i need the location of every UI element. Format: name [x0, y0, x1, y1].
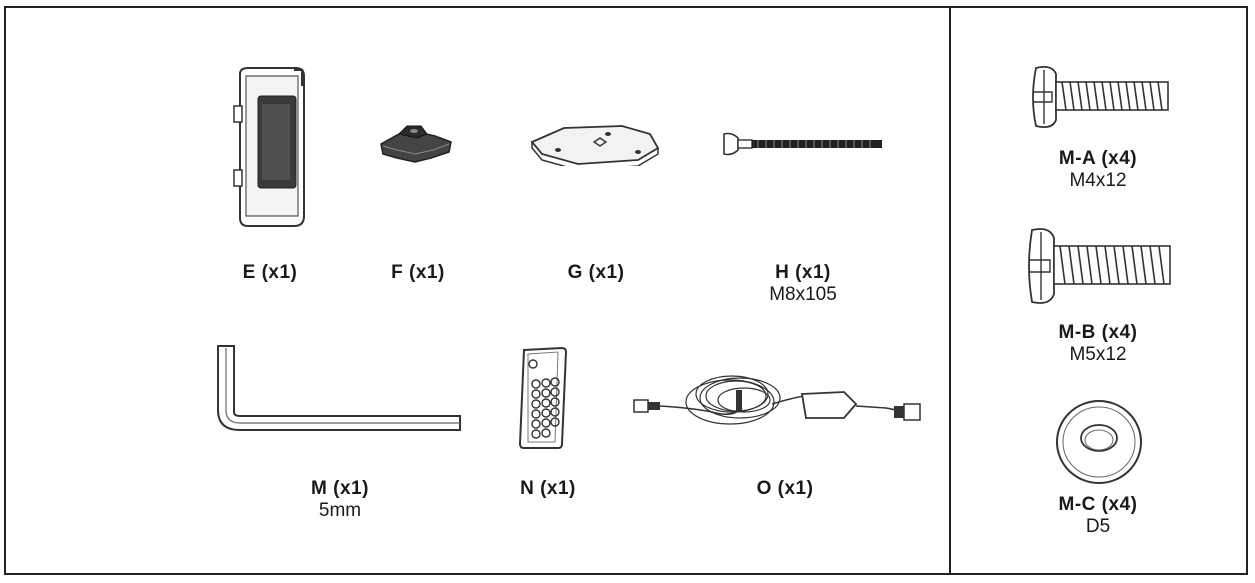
part-m-name: M (x1) [311, 478, 369, 499]
part-n-label: N (x1) [448, 478, 648, 500]
part-n-illustration [518, 346, 568, 450]
knob-icon [380, 125, 452, 163]
part-g-name: G (x1) [567, 262, 625, 283]
parts-list-frame [4, 6, 1248, 575]
long-bolt-icon [723, 132, 882, 156]
part-g-label: G (x1) [496, 262, 696, 284]
part-e-illustration [232, 66, 312, 232]
part-ma-illustration [1030, 64, 1172, 130]
part-o-name: O (x1) [756, 478, 814, 499]
screw-icon [1028, 228, 1171, 304]
part-mc-spec: D5 [1085, 516, 1111, 537]
washer-icon [1056, 400, 1142, 484]
part-m-label: M (x1) 5mm [240, 478, 440, 522]
part-e-label: E (x1) [170, 262, 370, 284]
mounting-plate-icon [530, 125, 660, 166]
part-mc-illustration [1054, 398, 1144, 486]
part-ma-label: M-A (x4) M4x12 [998, 148, 1198, 192]
part-e-name: E (x1) [242, 262, 298, 283]
part-o-illustration [632, 368, 924, 444]
part-o-label: O (x1) [685, 478, 885, 500]
part-h-illustration [722, 130, 886, 158]
part-mb-illustration [1026, 226, 1174, 306]
cable-with-controller-icon [633, 375, 921, 425]
part-h-label: H (x1) M8x105 [703, 262, 903, 306]
part-m-spec: 5mm [318, 500, 362, 521]
part-mb-label: M-B (x4) M5x12 [998, 322, 1198, 366]
clip-bracket-icon [233, 67, 305, 227]
part-mb-spec: M5x12 [1069, 344, 1127, 365]
part-n-name: N (x1) [520, 478, 576, 499]
part-ma-name: M-A (x4) [1058, 148, 1138, 169]
part-mb-name: M-B (x4) [1058, 322, 1138, 343]
part-f-name: F (x1) [391, 262, 445, 283]
part-h-spec: M8x105 [769, 284, 837, 305]
screw-icon [1032, 65, 1169, 129]
panel-divider [949, 6, 951, 573]
part-h-name: H (x1) [775, 262, 831, 283]
part-f-label: F (x1) [318, 262, 518, 284]
part-mc-name: M-C (x4) [1058, 494, 1138, 515]
part-m-illustration [214, 344, 464, 434]
part-g-illustration [528, 124, 662, 166]
hex-key-icon [217, 345, 461, 431]
part-ma-spec: M4x12 [1069, 170, 1127, 191]
part-f-illustration [377, 124, 457, 166]
remote-control-icon [518, 346, 568, 449]
part-mc-label: M-C (x4) D5 [998, 494, 1198, 538]
